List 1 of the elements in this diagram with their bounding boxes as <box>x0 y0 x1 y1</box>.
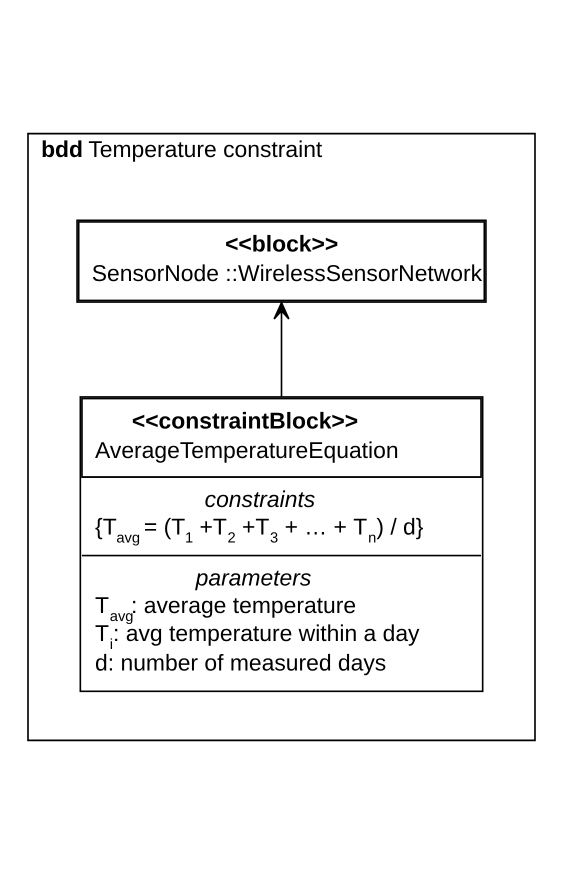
arrow <box>273 302 290 397</box>
